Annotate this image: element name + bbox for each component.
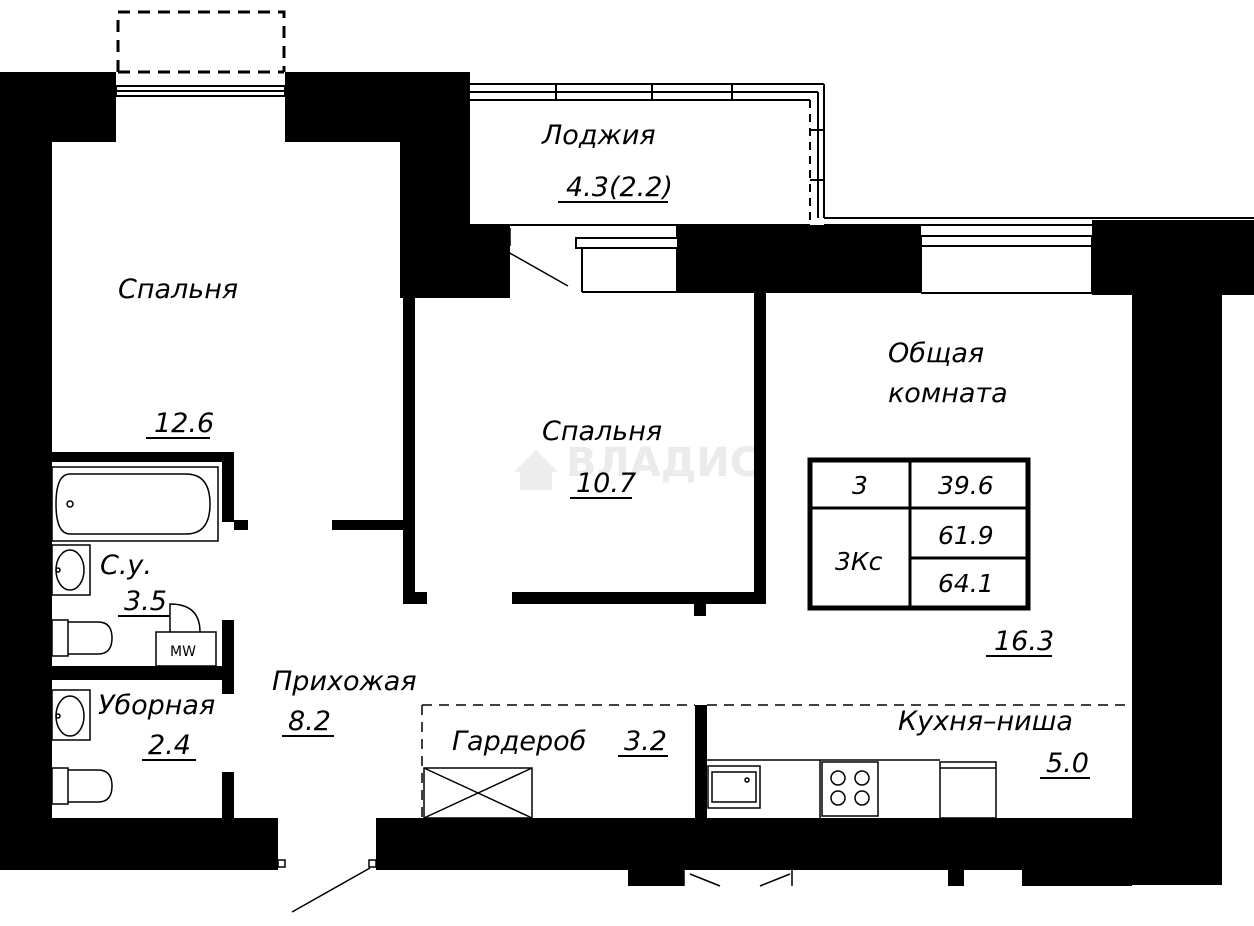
bathroom-sink [51, 544, 91, 596]
kitchen-area: 5.0 [1046, 748, 1089, 779]
windows [115, 85, 1093, 294]
appliance-label: MW [170, 644, 196, 660]
inner-walls [52, 292, 766, 820]
bathroom-name: С.у. [100, 550, 152, 581]
kitchen-window [683, 870, 793, 887]
table-total-area: 61.9 [938, 521, 994, 550]
wardrobe-shelf [423, 767, 533, 819]
wc-toilet [51, 767, 113, 805]
entrance-door [277, 859, 377, 913]
bathroom-area: 3.5 [124, 586, 167, 617]
table-rooms-count: 3 [852, 471, 868, 500]
home-icon [514, 450, 558, 490]
wardrobe-name: Гардероб [452, 726, 586, 757]
outer-walls [0, 72, 1254, 886]
hallway-area: 8.2 [288, 706, 331, 737]
washing-machine: MW [155, 603, 217, 667]
living-name-line2: комната [888, 378, 1008, 409]
balcony-outline [116, 10, 286, 74]
hallway-name: Прихожая [272, 666, 417, 697]
table-living-area: 39.6 [938, 471, 994, 500]
kitchen-counter [707, 759, 997, 819]
bedroom2-name: Спальня [542, 416, 662, 447]
bathtub [51, 466, 219, 542]
bathroom-toilet [51, 619, 113, 657]
bedroom1-area: 12.6 [154, 408, 214, 439]
living-name-line1: Общая [888, 338, 984, 369]
loggia-name: Лоджия [541, 120, 656, 151]
bedroom1-name: Спальня [118, 274, 238, 305]
table-type: 3Кс [835, 547, 883, 576]
living-area: 16.3 [994, 626, 1054, 657]
loggia [470, 83, 1254, 226]
table-total-area-loggia: 64.1 [938, 569, 994, 598]
kitchen-name: Кухня–ниша [898, 706, 1073, 737]
toilet-area: 2.4 [148, 730, 191, 761]
summary-table: 3 3Кс 39.6 61.9 64.1 [807, 457, 1031, 611]
loggia-area: 4.3(2.2) [566, 172, 673, 203]
loggia-door [507, 228, 569, 287]
toilet-sink [51, 689, 91, 741]
watermark-text: ВЛАДИС [566, 440, 759, 486]
bedroom2-area: 10.7 [576, 468, 636, 499]
room-labels: Лоджия 4.3(2.2) Спальня 12.6 Спальня 10.… [98, 120, 1090, 779]
toilet-name: Уборная [98, 690, 215, 721]
wardrobe-area: 3.2 [624, 726, 667, 757]
wardrobe-outline [421, 704, 1132, 818]
watermark: ВЛАДИС [514, 440, 759, 490]
